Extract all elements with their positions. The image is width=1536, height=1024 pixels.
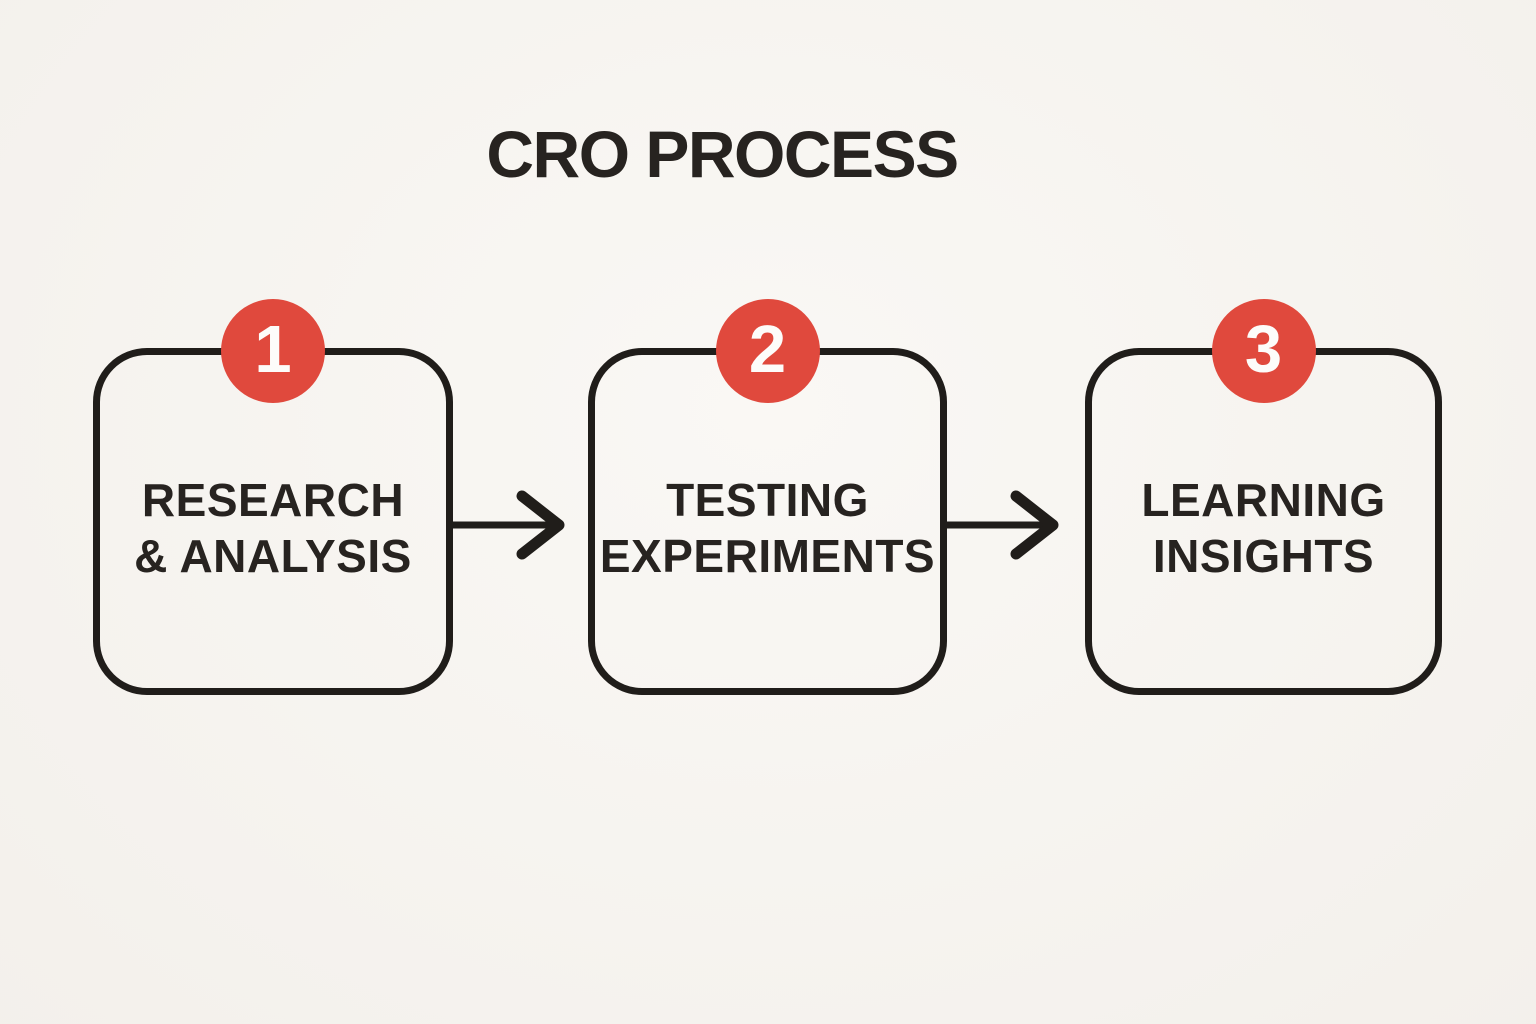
step-2-label: TESTING EXPERIMENTS xyxy=(600,460,935,584)
step-1-number: 1 xyxy=(254,311,292,387)
step-box-learning-insights: 3 LEARNING INSIGHTS xyxy=(1085,299,1442,695)
page-title: CRO PROCESS xyxy=(486,117,959,191)
step-1-label: RESEARCH & ANALYSIS xyxy=(134,460,412,584)
arrow-right-icon xyxy=(945,490,1059,560)
step-3-badge: 3 xyxy=(1211,299,1316,403)
step-2-label-line-2: EXPERIMENTS xyxy=(599,529,936,582)
step-3-label: LEARNING INSIGHTS xyxy=(1141,460,1385,584)
step-2-label-line-1: TESTING xyxy=(666,473,869,526)
step-box-testing-experiments: 2 TESTING EXPERIMENTS xyxy=(588,299,947,695)
step-2-number: 2 xyxy=(748,311,787,387)
step-3-label-line-1: LEARNING xyxy=(1141,473,1386,526)
step-box-research-analysis: 1 RESEARCH & ANALYSIS xyxy=(93,299,453,695)
step-1-label-line-1: RESEARCH xyxy=(141,473,405,526)
step-2-badge: 2 xyxy=(715,299,820,403)
step-1-badge: 1 xyxy=(221,299,325,403)
arrow-right-icon xyxy=(451,490,565,560)
step-1-label-line-2: & ANALYSIS xyxy=(134,529,412,582)
step-3-number: 3 xyxy=(1244,311,1283,387)
step-3-label-line-2: INSIGHTS xyxy=(1152,529,1375,582)
